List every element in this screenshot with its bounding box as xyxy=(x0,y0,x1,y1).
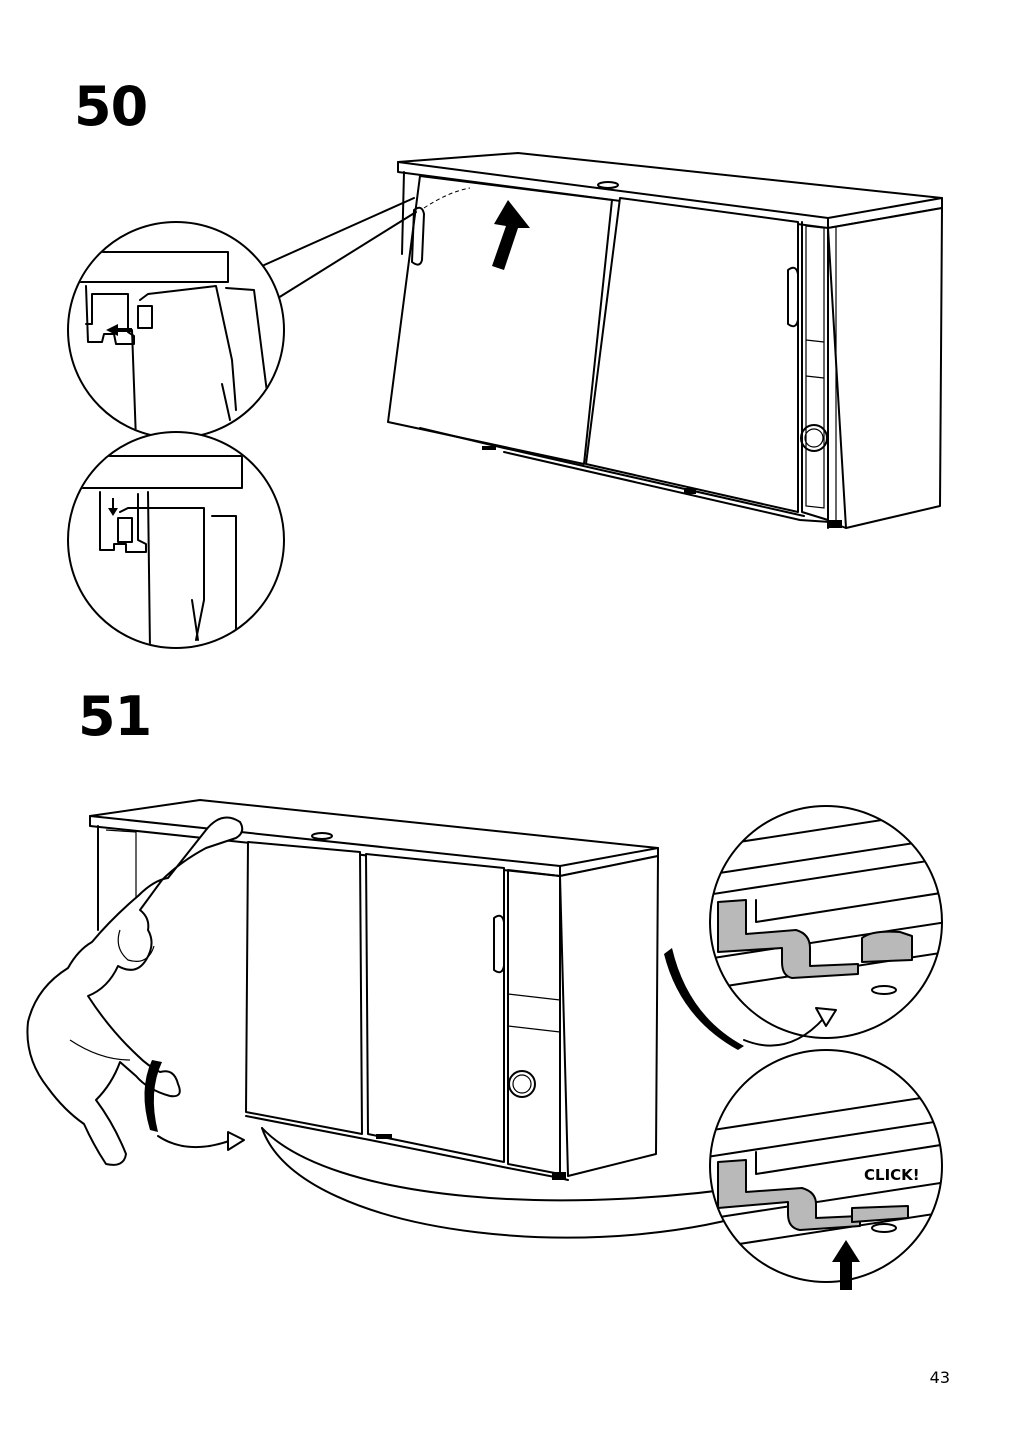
arrow-up-icon xyxy=(492,200,530,270)
click-label: CLICK! xyxy=(864,1166,920,1184)
step51-detail-before xyxy=(664,805,943,1050)
rotate-arrow-icon xyxy=(144,1060,162,1132)
page-number: 43 xyxy=(929,1368,950,1387)
step50-detail-bottom xyxy=(67,431,285,649)
step50-detail-top xyxy=(67,221,285,439)
step51-detail-after: CLICK! xyxy=(709,1049,943,1290)
step51-cabinet xyxy=(89,799,659,1181)
arrow-up-icon xyxy=(832,1240,860,1290)
person-icon xyxy=(26,816,244,1166)
step-number-50: 50 xyxy=(74,75,148,138)
step-number-51: 51 xyxy=(78,685,152,748)
step50-cabinet xyxy=(387,152,943,529)
